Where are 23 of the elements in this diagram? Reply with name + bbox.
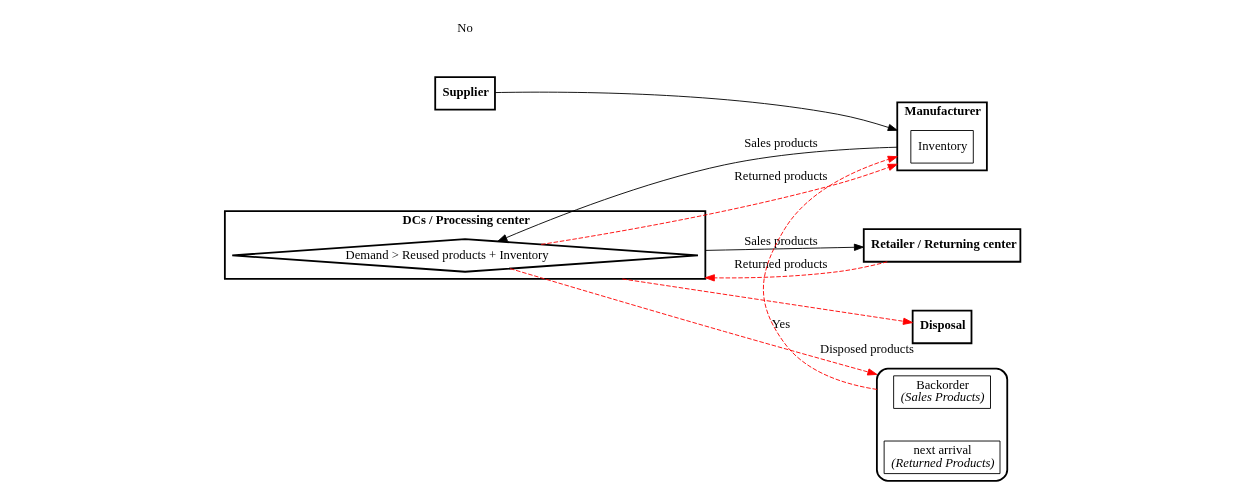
edge-label: Returned products [733, 257, 827, 272]
node-diamond: Demand > Reused products + Inventory [230, 238, 699, 273]
edge-label: Yes [771, 317, 790, 332]
node-box: next arrival (Returned Products) [883, 440, 1000, 475]
arrow [762, 155, 898, 390]
arrow [621, 278, 913, 325]
arrow [509, 268, 877, 376]
edge-label: Sales products [743, 233, 818, 248]
node-box: Inventory [909, 130, 974, 164]
node-box: Disposal [911, 309, 972, 345]
edge-label: Returned products [733, 169, 827, 184]
arrow [496, 146, 898, 242]
node-label: Disposed products [819, 342, 914, 357]
node-box: Backorder (Sales Products) [892, 375, 991, 409]
node-box: Supplier [433, 76, 496, 111]
arrow [540, 163, 898, 245]
cluster [875, 367, 1008, 482]
label: No [456, 20, 473, 35]
arrow [494, 91, 898, 131]
node-box: Retailer / Returning center [862, 228, 1021, 263]
edge-label: Sales products [743, 135, 818, 150]
arrow [704, 261, 888, 282]
arrow [704, 243, 864, 251]
